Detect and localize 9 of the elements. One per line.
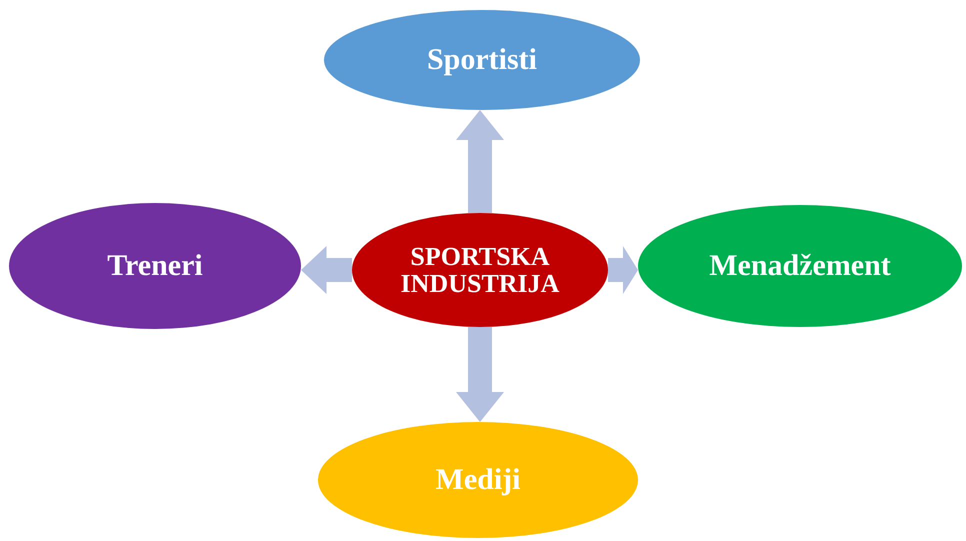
node-label: Menadžement [709, 250, 891, 282]
node-label: Treneri [107, 250, 203, 282]
node-label: Mediji [436, 464, 520, 496]
block-arrow [608, 246, 638, 294]
node-label: Sportisti [426, 44, 537, 76]
block-arrow [456, 327, 504, 422]
node-label: SPORTSKA INDUSTRIJA [400, 242, 560, 298]
block-arrow [301, 246, 352, 294]
block-arrow [456, 110, 504, 213]
